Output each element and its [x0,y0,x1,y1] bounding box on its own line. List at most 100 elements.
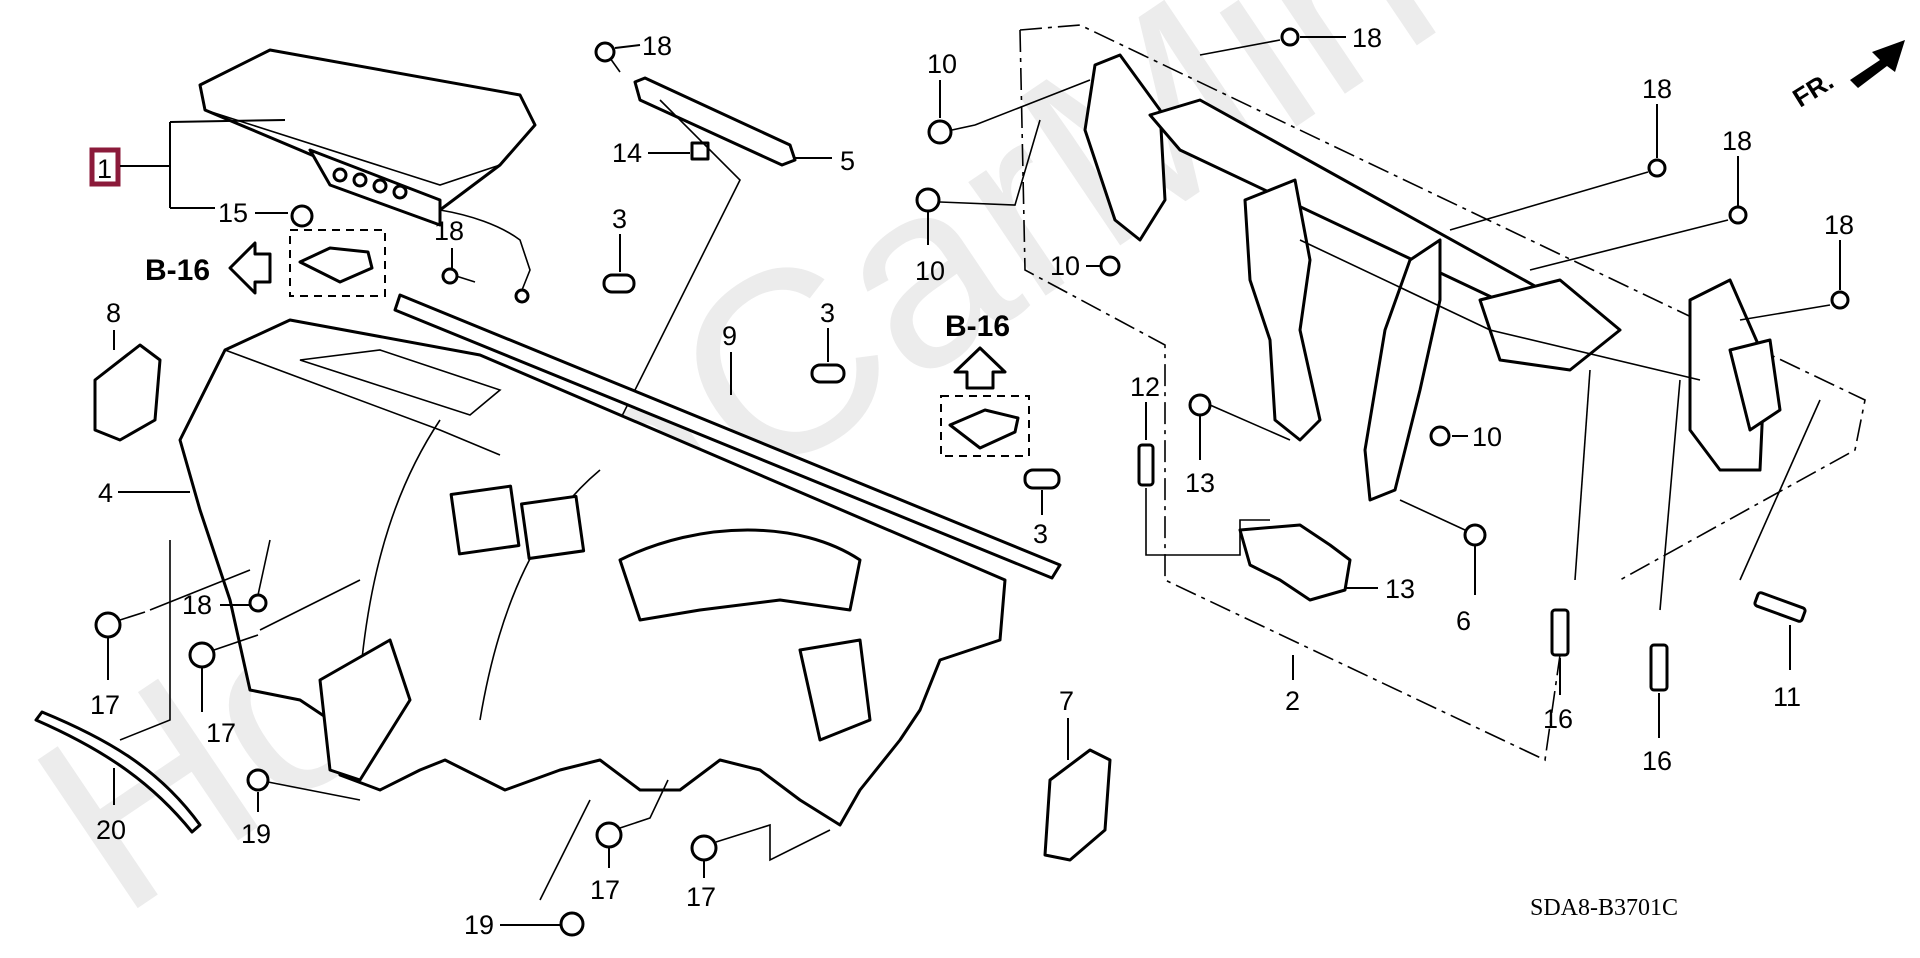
clip-icon [248,593,268,613]
callout-label: 3 [820,298,835,328]
callout-16[interactable]: 10 [1050,251,1121,281]
arrow-left-icon [228,241,272,295]
side-vent-icon [93,343,162,442]
callout-12[interactable]: 12 [1130,372,1270,556]
callout-18[interactable]: 18 [1199,23,1382,56]
callout-label: 17 [590,875,620,905]
bolt-icon [1753,591,1807,623]
callout-label: 18 [642,31,672,61]
arrow-up-icon [953,346,1007,390]
reference-b16-left[interactable]: B-16 [145,229,386,297]
callout-20[interactable]: 20 [34,710,202,845]
callout-1[interactable]: 1 [89,147,121,187]
callout-18[interactable]: 18 [1449,74,1672,231]
airbag-module[interactable] [198,48,537,304]
callout-label: 7 [1059,686,1074,716]
front-label: FR. [1787,65,1838,113]
callout-14[interactable]: 14 [612,138,710,168]
callout-10[interactable]: 16 [1642,379,1681,776]
plug-icon [602,273,636,294]
bracket-6[interactable] [1238,523,1352,602]
plug-icon [1023,468,1061,490]
assembly-boundary [1019,24,1866,762]
callout-8[interactable]: 8 [93,298,162,442]
callout-3[interactable]: 3 [602,204,636,294]
bolt-icon [1649,643,1669,692]
callout-18[interactable]: 18 [434,216,476,285]
callout-label: 6 [1456,606,1471,636]
callout-17[interactable]: 17 [90,569,251,720]
callout-9[interactable]: 9 [722,321,737,395]
callout-5[interactable]: 5 [795,146,855,176]
leader-line [589,99,741,481]
callout-17[interactable]: 17 [590,779,669,905]
bracket-5[interactable] [633,76,797,167]
callout-label: 12 [1130,372,1160,402]
callout-label: 4 [98,478,113,508]
callout-10[interactable]: 16 [1543,369,1591,734]
callout-13[interactable]: 6 [1399,499,1487,636]
callout-10[interactable]: 10 [927,49,1091,145]
callout-label: 20 [96,815,126,845]
bolt-icon [1463,523,1487,547]
callout-label: 8 [106,298,121,328]
callout-label: 17 [686,882,716,912]
callout-label: 19 [241,819,271,849]
callout-label: 18 [1352,23,1382,53]
clip-icon [246,768,270,792]
dashed-detail-box [289,229,386,297]
bolt-icon [1550,608,1570,657]
instrument-panel[interactable] [178,293,1062,827]
callout-label: 10 [915,256,945,286]
bolt-icon [94,611,122,639]
callout-7[interactable]: 7 [1043,686,1112,862]
callout-18[interactable]: 18 [1739,210,1854,321]
callout-label: 3 [612,204,627,234]
callout-label: 14 [612,138,642,168]
bolt-icon [188,641,216,669]
callout-18-top[interactable]: 18 [594,31,672,73]
callout-16[interactable]: 10 [1429,422,1502,452]
callout-15[interactable]: 15 [218,198,314,228]
reference-label: B-16 [145,254,210,287]
steering-hanger-beam[interactable] [1083,53,1782,502]
callout-label: 10 [1472,422,1502,452]
nut-icon [1429,425,1451,447]
callout-4[interactable]: 4 [98,478,190,508]
seal-icon [34,710,202,834]
callout-10[interactable]: 10 [915,119,1041,286]
reference-label: B-16 [945,310,1010,343]
callout-label: 13 [1185,468,1215,498]
clip-detail [298,246,374,284]
callout-19[interactable]: 19 [464,799,591,940]
callout-label: 18 [434,216,464,246]
callout-label: 2 [1285,686,1300,716]
callout-label: 10 [1050,251,1080,281]
bolt-icon [690,834,718,862]
callout-13[interactable]: 13 [1185,393,1291,498]
callout-18[interactable]: 18 [182,539,271,620]
callout-19[interactable]: 19 [241,768,361,849]
clip-detail [948,408,1020,450]
callout-17[interactable]: 17 [188,579,361,748]
callout-6[interactable]: 13 [1345,574,1415,604]
callout-label: 10 [927,49,957,79]
callout-17[interactable]: 17 [686,823,831,912]
clip-icon [690,141,710,161]
side-cover-icon [1043,748,1112,862]
plug-icon [810,363,846,384]
callout-3[interactable]: 3 [810,298,846,384]
reference-b16-mid[interactable]: B-16 [940,310,1030,457]
callout-18[interactable]: 18 [1529,126,1752,271]
callout-2[interactable]: 2 [1285,655,1300,716]
callout-label: 18 [1824,210,1854,240]
callout-label: 16 [1642,746,1672,776]
callout-3[interactable]: 3 [1023,468,1061,549]
callout-label: 16 [1543,704,1573,734]
callout-label: 17 [90,690,120,720]
callout-label: 9 [722,321,737,351]
callout-11[interactable]: 11 [1739,399,1821,712]
clip-icon [559,911,585,937]
callout-label: 3 [1033,519,1048,549]
